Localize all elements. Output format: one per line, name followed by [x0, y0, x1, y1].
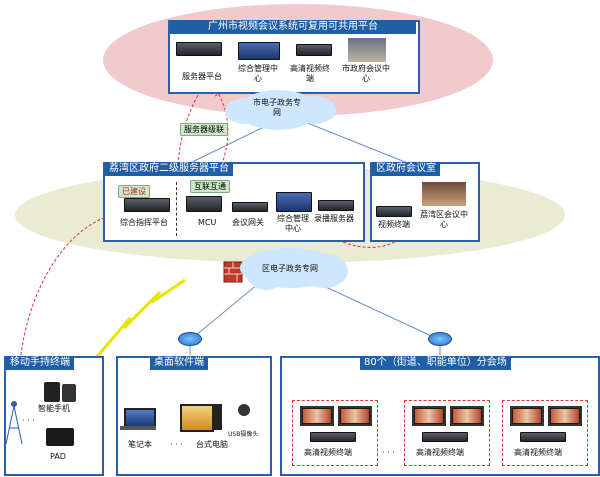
mobile-ellipsis: · · · [22, 416, 35, 425]
mcu-label: MCU [198, 218, 217, 227]
venue-frame-2 [404, 400, 490, 466]
laptop-label: 笔记本 [128, 440, 152, 449]
pc-label: 台式电脑 [196, 440, 228, 449]
router-icon-venues [428, 332, 452, 346]
desktop-title: 桌面软件端 [150, 356, 208, 370]
command-platform-device [124, 198, 170, 212]
venue-3-terminal-device [520, 432, 566, 442]
smartphone-icon [44, 382, 60, 402]
liwan-center-label: 荔湾区会议中心 [420, 210, 468, 229]
divider-line [176, 182, 177, 236]
venue-1-label: 高清视频终端 [304, 448, 352, 457]
command-platform-label: 综合指挥平台 [120, 218, 168, 227]
venue-2-terminal-device [422, 432, 468, 442]
venue-1-display-b [338, 406, 372, 426]
venue-1-display-a [300, 406, 334, 426]
city-conf-center-label: 市政府会议中心 [342, 64, 390, 83]
venue-3-display-b [548, 406, 582, 426]
video-terminal-device [376, 206, 412, 217]
district-network-cloud-puff [246, 256, 286, 290]
server-cascade-label: 服务器级联 [180, 123, 228, 136]
pad-label: PAD [50, 452, 66, 461]
antenna-tower-icon [5, 401, 23, 445]
smartphone-label: 智能手机 [38, 404, 70, 413]
mcu-device [186, 196, 222, 212]
mgmt-center-label: 综合管理中心 [238, 64, 278, 83]
venue-1-terminal-device [310, 432, 356, 442]
video-terminal-label: 视频终端 [378, 220, 410, 229]
built-badge: 已建设 [118, 185, 150, 198]
mgmt-center-device [238, 42, 280, 60]
district-mgmt-label: 综合管理中心 [277, 214, 309, 233]
city-platform-title: 广州市视频会议系统可复用可共用平台 [170, 20, 416, 34]
laptop-base [120, 426, 156, 430]
interconnect-badge: 互联互通 [190, 180, 230, 193]
smartphone-icon-2 [62, 384, 76, 402]
meeting-room-title: 区政府会议室 [372, 162, 440, 176]
gateway-device [232, 202, 268, 212]
venue-2-label: 高清视频终端 [416, 448, 464, 457]
venues-ellipsis: · · · [382, 448, 395, 457]
wireless-link-bolt [88, 278, 186, 366]
recording-server-label: 录播服务器 [314, 214, 354, 223]
hd-terminal-label: 高清视频终端 [290, 64, 330, 83]
router-icon-desktop [178, 332, 202, 346]
venue-frame-1 [292, 400, 378, 466]
venue-2-display-b [450, 406, 484, 426]
city-network-label: 市电子政务专网 [253, 98, 301, 117]
hd-terminal-device [296, 44, 332, 56]
city-network-cloud-puff [292, 96, 336, 124]
venue-3-display-a [510, 406, 544, 426]
district-network-label: 区电子政务专网 [262, 264, 318, 273]
venue-3-label: 高清视频终端 [514, 448, 562, 457]
tablet-icon [46, 428, 74, 446]
city-conference-photo [348, 38, 386, 62]
venues-title: 80个（街道、职能单位）分会场 [360, 356, 511, 370]
usb-camera-icon [238, 404, 250, 416]
pc-tower-icon [212, 404, 222, 430]
desktop-ellipsis: · · · [170, 440, 183, 449]
laptop-icon [124, 408, 156, 428]
district-platform-title: 荔湾区政府二级服务器平台 [105, 162, 233, 176]
usb-camera-label: USB摄像头 [228, 431, 259, 438]
city-network-cloud-puff [225, 98, 265, 124]
desktop-pc-icon [180, 404, 214, 432]
mobile-box [4, 356, 104, 476]
liwan-conference-photo [422, 182, 466, 206]
district-mgmt-device [276, 192, 312, 212]
server-platform-device [176, 42, 222, 56]
gateway-label: 会议网关 [232, 218, 264, 227]
recording-server-device [318, 200, 354, 211]
venue-frame-3 [502, 400, 588, 466]
server-platform-label: 服务器平台 [182, 72, 222, 81]
district-network-cloud-puff [300, 254, 348, 288]
venue-2-display-a [412, 406, 446, 426]
mobile-title: 移动手持终端 [6, 356, 74, 370]
